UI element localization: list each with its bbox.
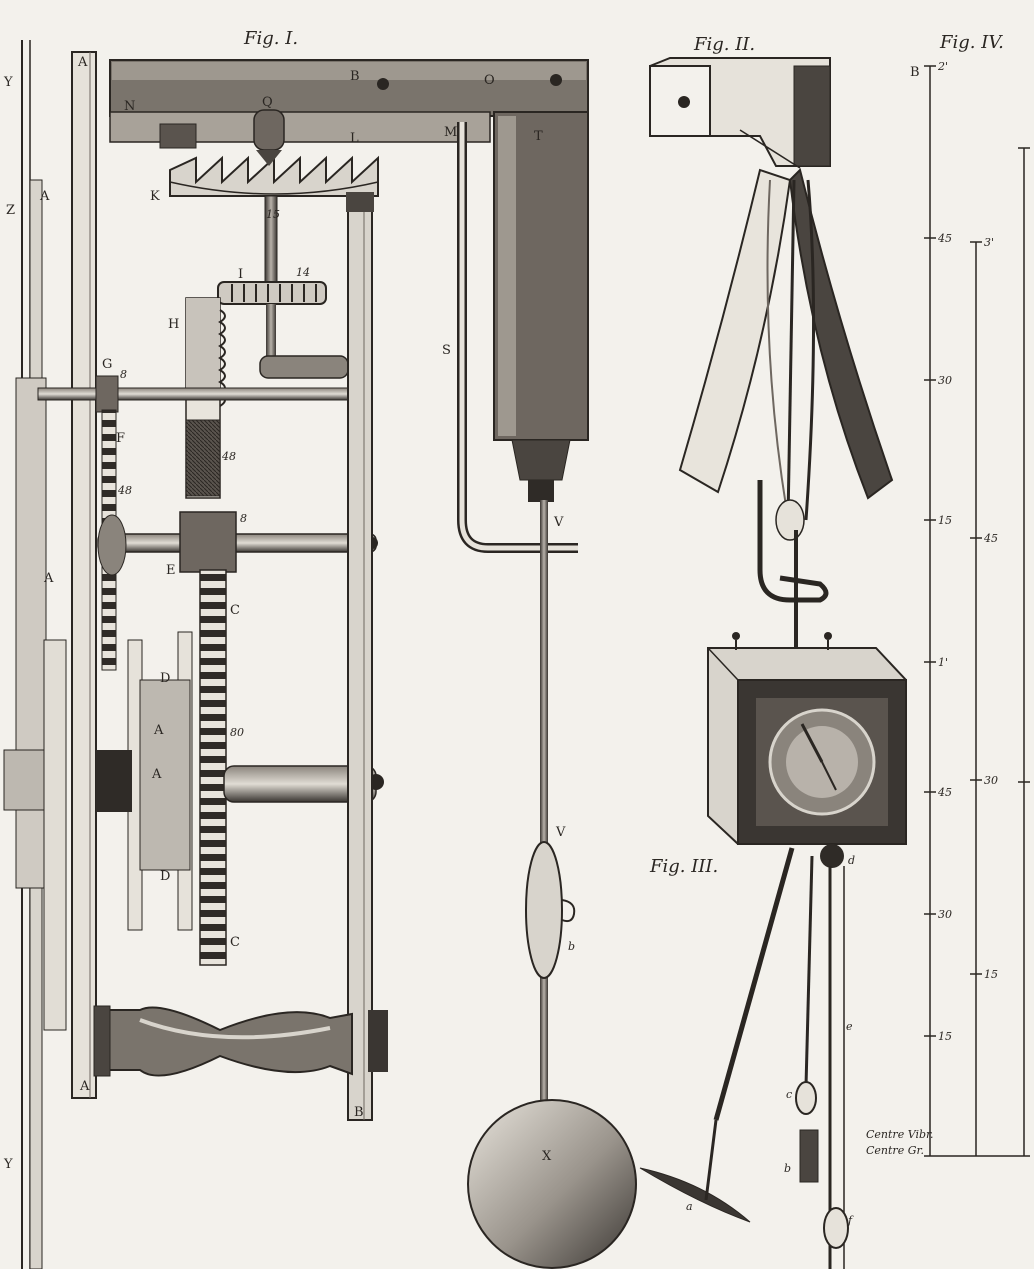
label-A-bottom: A — [79, 1079, 90, 1094]
scale-tick-30b: 30 — [938, 908, 952, 921]
fig-3-title: Fig. III. — [649, 856, 718, 877]
label-S: S — [442, 343, 451, 358]
count-crown: 14 — [296, 266, 310, 279]
label-G: G — [102, 357, 112, 372]
count-wheel-G: 8 — [120, 368, 127, 381]
label-H: H — [168, 317, 179, 332]
label-O: O — [484, 73, 495, 88]
label-Y-bottom: Y — [3, 1157, 13, 1172]
scale-tick-45b: 45 — [937, 786, 952, 799]
escape-wheel — [169, 109, 379, 197]
label-Q: Q — [262, 95, 273, 110]
centre-gravity-label: Centre Gr. — [866, 1144, 924, 1157]
label-B-scale: B — [910, 65, 920, 80]
label-M: M — [444, 125, 457, 140]
fig-1-title: Fig. I. — [243, 28, 298, 49]
label-D-lower: D — [160, 869, 170, 884]
scale-mid-30: 30 — [984, 774, 998, 787]
label-A-left: A — [39, 189, 50, 204]
label-Z: Z — [6, 203, 15, 218]
count-wheel-F: 48 — [117, 484, 132, 497]
right-plate-bar — [347, 199, 373, 1121]
label-L: L — [350, 131, 359, 146]
left-scale-strip — [3, 40, 67, 1269]
label-E: E — [166, 563, 176, 578]
scale-mid-3: 3' — [984, 236, 994, 249]
label-b: b — [784, 1162, 791, 1175]
label-V-upper: V — [553, 515, 564, 530]
figure-3 — [639, 632, 907, 1269]
fig-2-title: Fig. II. — [693, 34, 755, 55]
fig-4-title: Fig. IV. — [939, 32, 1004, 53]
label-A-side: A — [43, 571, 54, 586]
scale-tick-1: 1' — [938, 656, 948, 669]
count-wheel-E: 8 — [240, 512, 247, 525]
figure-4-scales — [924, 65, 1030, 1157]
label-X: X — [542, 1149, 552, 1164]
label-D-upper: D — [160, 671, 170, 686]
label-N: N — [124, 99, 135, 114]
scale-tick-15a: 15 — [938, 514, 952, 527]
crown-wheel — [217, 281, 327, 305]
label-A-top: A — [77, 55, 88, 70]
label-V-lower: V — [555, 825, 566, 840]
rack-C — [199, 569, 227, 966]
label-e: e — [846, 1020, 853, 1033]
scale-mid-45: 45 — [983, 532, 998, 545]
label-C-lower: C — [230, 935, 240, 950]
left-plate-bar — [71, 51, 97, 1099]
label-K: K — [150, 189, 160, 204]
scale-tick-2: 2' — [937, 60, 948, 73]
label-Y-top: Y — [3, 75, 13, 90]
scale-mid-15: 15 — [984, 968, 998, 981]
label-f: f — [847, 1214, 854, 1227]
label-B-top: B — [350, 69, 360, 84]
scale-tick-45a: 45 — [937, 232, 952, 245]
label-B-bottom: B — [354, 1105, 364, 1120]
scale-tick-15b: 15 — [938, 1030, 952, 1043]
figure-2 — [649, 57, 894, 650]
label-I: I — [238, 267, 243, 282]
label-A-plate: A — [153, 723, 164, 738]
label-c: c — [786, 1088, 792, 1101]
label-d: d — [848, 854, 855, 867]
label-A-center: A — [151, 767, 162, 782]
pendulum-rod — [540, 500, 548, 1120]
count-wheel-C: 80 — [230, 726, 244, 739]
label-T: T — [534, 129, 543, 144]
winding-barrel — [93, 1005, 388, 1077]
label-C-upper: C — [230, 603, 240, 618]
centre-vibration-label: Centre Vibr. — [866, 1128, 934, 1141]
pendulum-bob — [467, 1099, 637, 1269]
count-escape: 15 — [266, 208, 280, 221]
label-F: F — [116, 431, 125, 446]
count-pinion-H: 48 — [221, 450, 236, 463]
label-a: a — [686, 1200, 693, 1213]
label-b-small: b — [568, 940, 575, 953]
figure-1 — [3, 40, 637, 1269]
scale-tick-30a: 30 — [938, 374, 952, 387]
